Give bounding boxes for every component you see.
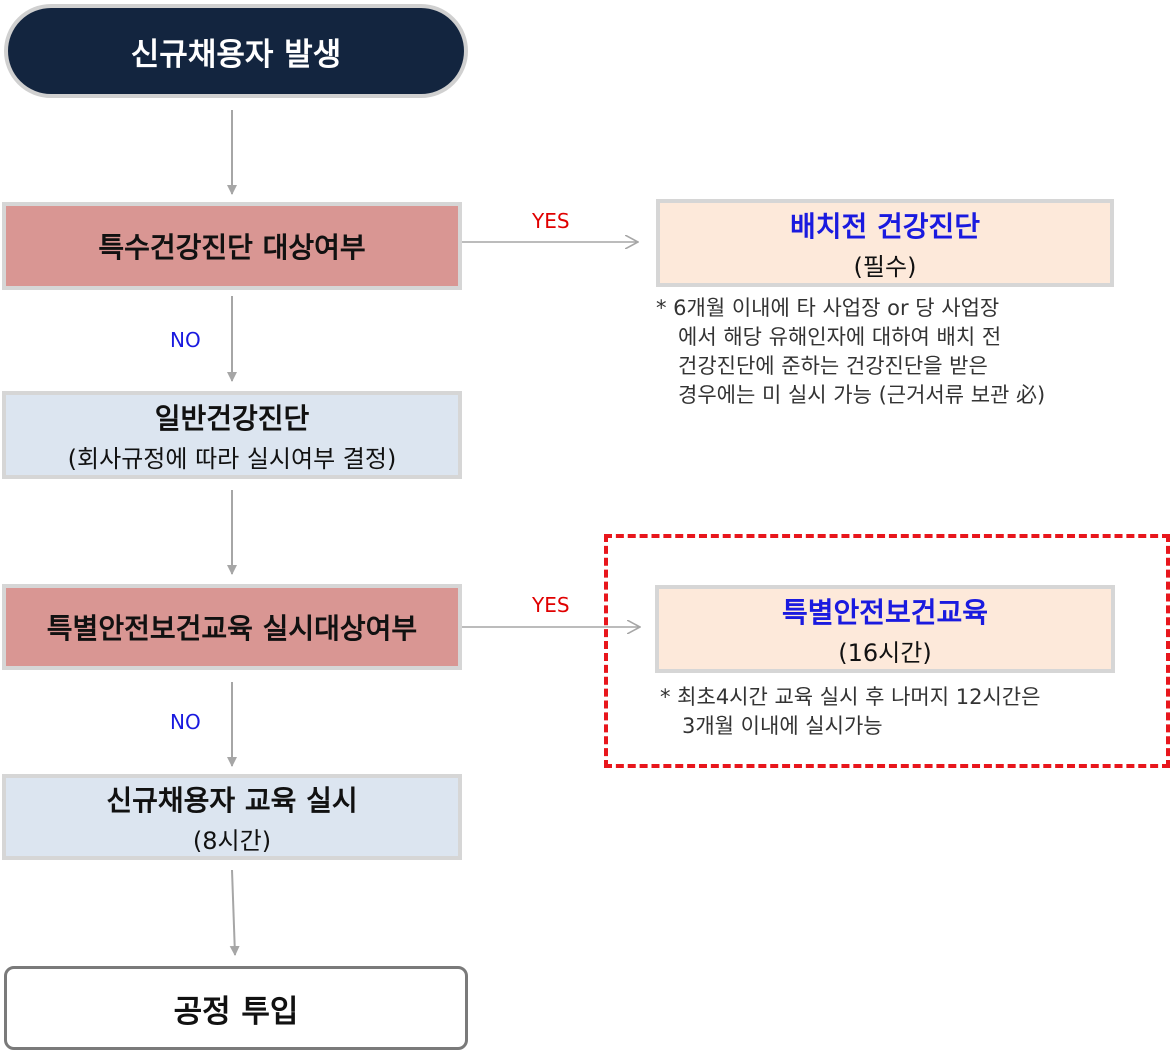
special-training-title: 특별안전보건교육 (781, 595, 989, 629)
general-checkup-subtitle: (회사규정에 따라 실시여부 결정) (67, 444, 397, 473)
preplacement-checkup-box: 배치전 건강진단 (필수) (656, 199, 1114, 287)
special-training-highlight (604, 534, 1170, 768)
note-line: 에서 해당 유해인자에 대하여 배치 전 (678, 325, 1002, 349)
general-checkup-title: 일반건강진단 (154, 401, 310, 435)
special-training-note: * 최초4시간 교육 실시 후 나머지 12시간은 3개월 이내에 실시가능 (660, 683, 1040, 741)
note-line: * 최초4시간 교육 실시 후 나머지 12시간은 (660, 685, 1041, 709)
note-line: * 6개월 이내에 타 사업장 or 당 사업장 (656, 296, 1000, 320)
newhire-training-subtitle: (8시간) (192, 826, 272, 855)
no-label-training: NO (170, 710, 201, 734)
end-label: 공정 투입 (173, 993, 299, 1030)
note-line: 건강진단에 준하는 건강진단을 받은 (678, 354, 988, 378)
note-line: 경우에는 미 실시 가능 (근거서류 보관 必) (678, 383, 1046, 407)
preplacement-checkup-note: * 6개월 이내에 타 사업장 or 당 사업장 에서 해당 유해인자에 대하여… (656, 294, 1045, 410)
newhire-training-title: 신규채용자 교육 실시 (106, 783, 358, 817)
note-line: 3개월 이내에 실시가능 (682, 714, 883, 738)
no-label-health: NO (170, 328, 201, 352)
yes-label-health: YES (532, 209, 570, 233)
special-training-box: 특별안전보건교육 (16시간) (655, 585, 1115, 673)
preplacement-checkup-subtitle: (필수) (853, 252, 917, 281)
general-checkup-box: 일반건강진단 (회사규정에 따라 실시여부 결정) (2, 391, 462, 479)
special-training-subtitle: (16시간) (838, 638, 932, 667)
end-node: 공정 투입 (4, 966, 468, 1050)
start-node: 신규채용자 발생 (4, 4, 468, 98)
yes-label-training: YES (532, 593, 570, 617)
health-checkup-decision-label: 특수건강진단 대상여부 (98, 231, 366, 264)
health-checkup-decision: 특수건강진단 대상여부 (2, 202, 462, 290)
special-training-decision: 특별안전보건교육 실시대상여부 (2, 584, 462, 670)
start-label: 신규채용자 발생 (130, 36, 342, 73)
newhire-training-box: 신규채용자 교육 실시 (8시간) (2, 774, 462, 860)
preplacement-checkup-title: 배치전 건강진단 (789, 209, 981, 243)
arrow-newhire-to-end (229, 869, 240, 956)
special-training-decision-label: 특별안전보건교육 실시대상여부 (46, 612, 418, 645)
